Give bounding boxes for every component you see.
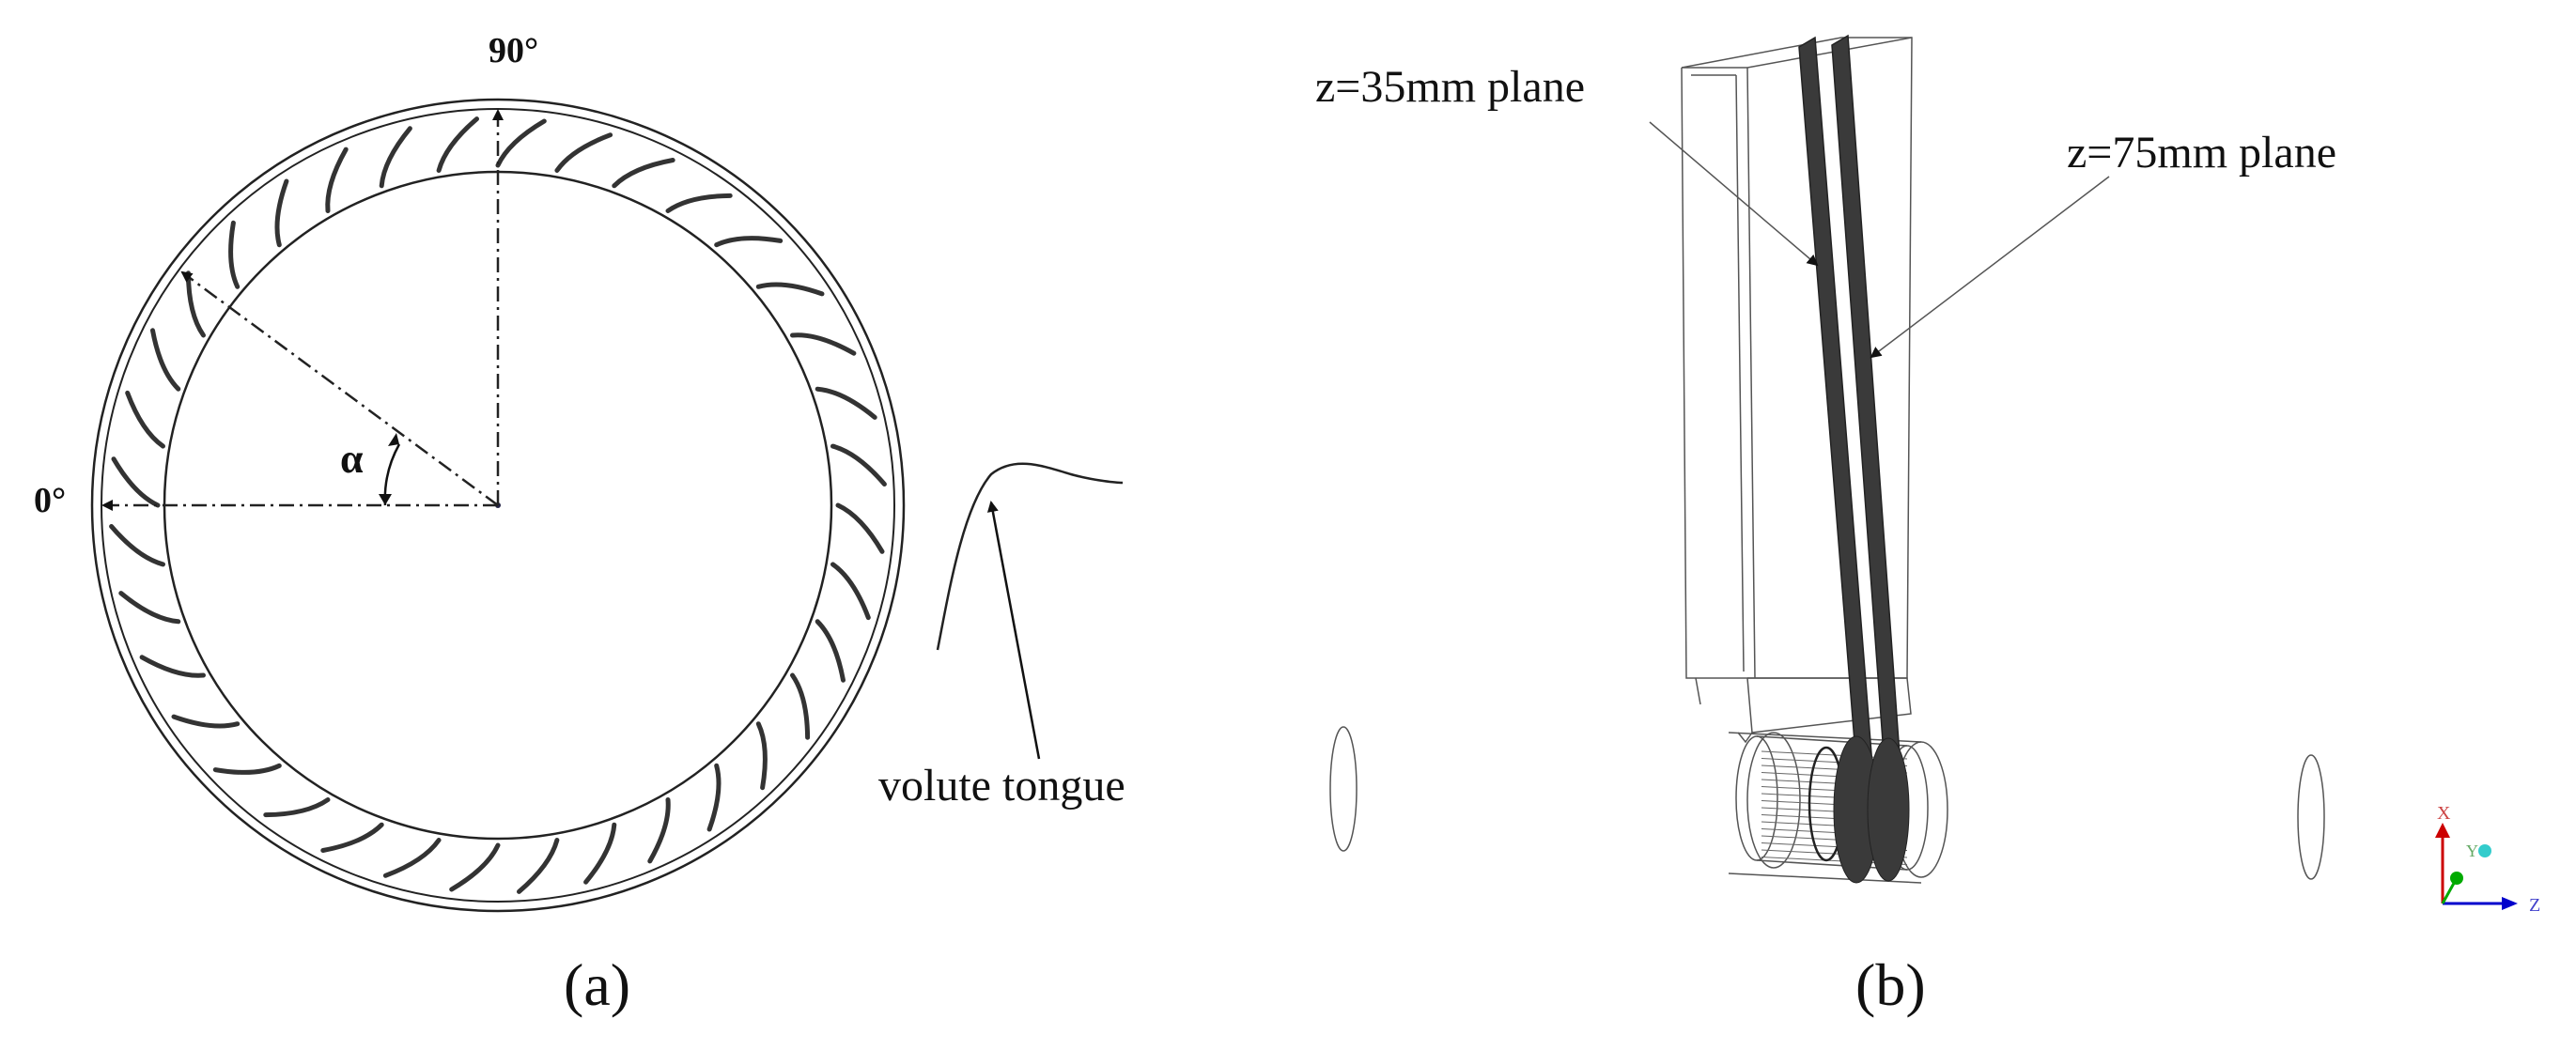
label-volute-tongue: volute tongue: [878, 761, 1125, 811]
impeller-blade: [436, 116, 479, 173]
impeller-blade: [125, 390, 165, 449]
axis-y-dot: [2450, 872, 2463, 885]
blade-group: [109, 116, 887, 894]
panel-a: 90° 0° α volute tongue (a): [34, 31, 1125, 1018]
impeller-blade: [714, 236, 784, 248]
impeller-blade: [111, 456, 161, 508]
alpha-arc-arrow-down: [379, 494, 392, 505]
impeller-outer-ring: [90, 98, 906, 913]
inlet-ellipse-left: [1329, 726, 1358, 852]
impeller-blade: [325, 147, 349, 213]
label-0-degrees: 0°: [34, 481, 66, 520]
impeller-blade: [790, 672, 811, 740]
impeller-blade: [815, 619, 846, 683]
impeller-blade: [495, 118, 547, 168]
caption-b: (b): [1855, 951, 1926, 1018]
impeller-blade: [382, 838, 442, 878]
impeller-blade: [554, 132, 613, 173]
plane-z75-disk: [1867, 737, 1910, 882]
volute-tongue-curve: [936, 462, 1124, 651]
label-alpha: α: [340, 436, 364, 482]
impeller-blade: [790, 332, 857, 356]
caption-a: (a): [564, 951, 630, 1018]
impeller-blade: [171, 714, 241, 729]
impeller-blade: [185, 270, 206, 338]
impeller-blade: [517, 838, 560, 894]
label-90-degrees: 90°: [489, 31, 538, 70]
axis-z-label: Z: [2529, 895, 2540, 916]
leader-z35: [1649, 121, 1819, 267]
tongue-pointer-arrow: [986, 501, 1041, 760]
impeller-blade: [830, 562, 871, 621]
inlet-ellipse-right: [2297, 754, 2325, 880]
impeller-blade: [228, 220, 241, 289]
impeller-blade: [647, 797, 671, 864]
impeller-blade: [379, 126, 412, 189]
axis-y-end-dot: [2478, 844, 2491, 857]
leader-z75: [1870, 176, 2110, 359]
axis-z-arrow: [2502, 897, 2518, 910]
planes: [1798, 34, 1910, 884]
impeller-blade: [212, 763, 282, 775]
impeller-blade: [274, 178, 289, 248]
label-z35-plane: z=35mm plane: [1315, 62, 1585, 112]
impeller-blade: [263, 797, 331, 818]
impeller-blade: [665, 193, 733, 213]
impeller-blade: [755, 282, 825, 297]
impeller-blade: [320, 822, 384, 853]
angle-reference-line: [180, 270, 499, 507]
axis-y-label: Y: [2466, 842, 2478, 860]
impeller-blade: [755, 721, 768, 791]
impeller-blade: [139, 655, 206, 678]
impeller-blade: [583, 822, 617, 885]
label-z75-plane: z=75mm plane: [2067, 128, 2336, 178]
impeller-blade: [150, 328, 181, 392]
impeller-blade: [449, 842, 501, 892]
impeller-blade: [118, 591, 181, 625]
axis-x-label: X: [2437, 803, 2451, 824]
alpha-arc-arrow-up: [388, 433, 399, 446]
impeller-blade: [835, 502, 885, 554]
impeller-blade: [815, 386, 877, 420]
impeller-blade: [706, 763, 722, 832]
impeller-blade: [109, 524, 165, 567]
axis-x-arrow: [2435, 823, 2450, 838]
impeller-blade: [830, 443, 887, 486]
impeller-blade: [612, 158, 675, 189]
axis-triad: X Y Z: [2435, 803, 2540, 916]
